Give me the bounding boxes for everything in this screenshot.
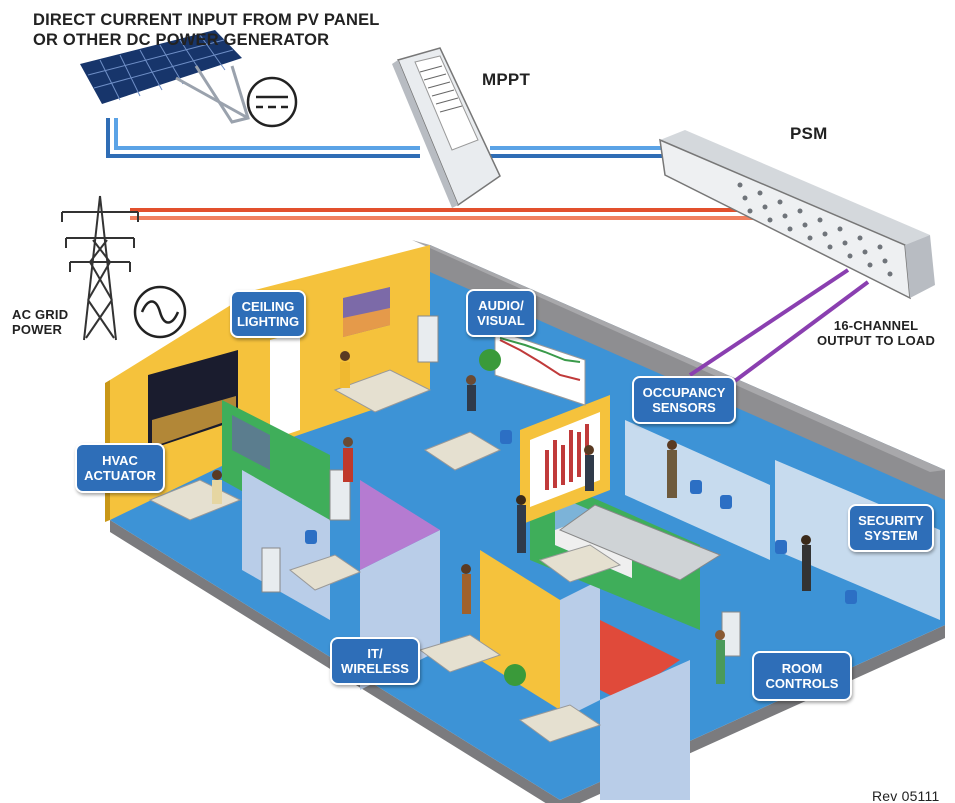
badge-audio-visual-line1: AUDIO/ — [478, 298, 524, 313]
badge-audio-visual: AUDIO/VISUAL — [466, 289, 536, 337]
wall-purple — [360, 480, 440, 570]
output-label-line1: 16-CHANNEL — [833, 318, 919, 333]
cubicle-wall-4 — [560, 580, 600, 720]
dc-input-heading: DIRECT CURRENT INPUT FROM PV PANEL OR OT… — [33, 10, 633, 50]
plant-2 — [504, 664, 526, 686]
dc-power-line — [106, 118, 680, 158]
badge-security-system-line2: SYSTEM — [864, 528, 918, 543]
desk-6 — [518, 704, 602, 743]
office-people — [212, 351, 811, 684]
badge-room-controls-line2: CONTROLS — [765, 676, 839, 691]
desk-2 — [423, 431, 502, 471]
output-label: 16-CHANNEL OUTPUT TO LOAD — [817, 318, 935, 348]
ac-power-line — [130, 208, 760, 220]
output-load-line — [688, 268, 870, 394]
badge-ceiling-lighting-line2: LIGHTING — [236, 314, 300, 329]
mppt-label: MPPT — [482, 70, 531, 89]
back-wall-right — [430, 245, 945, 500]
red-wall — [600, 620, 680, 700]
cabinet-2 — [329, 469, 351, 521]
plant-1 — [479, 349, 501, 371]
desk-1 — [333, 369, 432, 413]
psm-device-icon — [659, 130, 935, 300]
back-wall-top — [412, 240, 945, 472]
cabinet-3 — [261, 547, 281, 593]
solar-panel-icon — [80, 30, 250, 124]
ac-grid-label-line1: AC GRID — [12, 307, 69, 322]
ac-grid-label: AC GRID POWER — [12, 307, 68, 337]
ac-symbol-icon — [133, 285, 187, 339]
psm-label: PSM — [790, 124, 828, 143]
output-label-line2: OUTPUT TO LOAD — [817, 333, 936, 348]
badge-hvac-actuator-line2: ACTUATOR — [84, 468, 156, 483]
cabinet-1 — [417, 315, 439, 363]
dc-symbol-icon — [246, 76, 298, 128]
badge-occupancy-sensors-line1: OCCUPANCY — [642, 385, 726, 400]
transmission-tower-icon — [61, 195, 139, 341]
wall-white-panel — [270, 332, 300, 440]
dc-input-heading-line2: OR OTHER DC POWER GENERATOR — [33, 31, 330, 49]
badge-hvac-actuator-line1: HVAC — [102, 453, 138, 468]
cubicle-wall-3 — [480, 550, 560, 710]
badge-ceiling-lighting-line1: CEILING — [241, 299, 295, 314]
desk-4 — [288, 554, 362, 591]
revision-label: Rev 05111 — [872, 788, 940, 803]
badge-audio-visual-line2: VISUAL — [477, 313, 525, 328]
office-floor-plan — [105, 240, 945, 803]
conference-table — [558, 504, 722, 581]
badge-it-wireless-line2: WIRELESS — [341, 661, 409, 676]
mppt-device-icon — [392, 47, 501, 208]
badge-occupancy-sensors-line2: SENSORS — [652, 400, 716, 415]
desk-7 — [538, 544, 622, 583]
badge-room-controls-line1: ROOM — [781, 661, 823, 676]
floor-slab-side — [110, 520, 945, 803]
desk-5 — [418, 634, 502, 673]
ac-grid-label-line2: POWER — [12, 322, 63, 337]
badge-security-system-line1: SECURITY — [858, 513, 924, 528]
badge-it-wireless: IT/WIRELESS — [330, 637, 420, 685]
badge-it-wireless-line1: IT/ — [367, 646, 383, 661]
dc-input-heading-line1: DIRECT CURRENT INPUT FROM PV PANEL — [33, 11, 380, 29]
cubicle-wall-5 — [600, 660, 690, 800]
